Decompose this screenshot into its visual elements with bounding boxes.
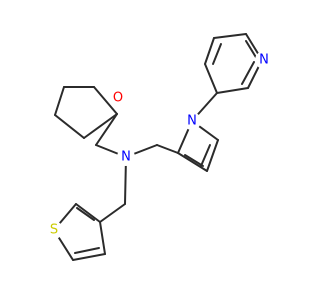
bond [72, 253, 106, 261]
bond [54, 86, 65, 116]
bond [184, 154, 204, 167]
atom-label-pyridine-nitrogen: N [259, 53, 269, 68]
molecule-structure-diagram: O N N N S [45, 33, 273, 261]
amine-nitrogen-atom: N [117, 148, 135, 166]
bond [156, 144, 179, 154]
atom-label-pyrrole-nitrogen: N [187, 114, 197, 129]
bond [99, 221, 106, 255]
bond [204, 37, 215, 65]
bond [83, 113, 118, 139]
atom-label-oxygen: O [113, 91, 123, 106]
bond [200, 144, 211, 167]
atom-label-amine-nitrogen: N [121, 150, 131, 165]
oxygen-atom: O [109, 89, 127, 107]
bond [74, 247, 100, 254]
bond [204, 63, 218, 94]
bond [99, 203, 126, 223]
bond-layer [53, 33, 263, 261]
pyridine-nitrogen-atom: N [255, 51, 273, 69]
bond [93, 86, 118, 115]
atom-label-layer: O N N N S [45, 51, 273, 239]
pyrrole-nitrogen-atom: N [183, 112, 201, 130]
sulfur-atom: S [45, 221, 63, 239]
bond [54, 114, 85, 139]
bond [177, 152, 208, 172]
bond [206, 139, 219, 172]
bond [95, 113, 118, 146]
bond [76, 207, 95, 221]
bond [241, 61, 255, 85]
bond [212, 43, 222, 65]
bond [213, 33, 247, 39]
bond [245, 40, 258, 60]
atom-label-sulfur: S [50, 223, 58, 238]
bond [75, 203, 101, 223]
bond [216, 87, 249, 94]
